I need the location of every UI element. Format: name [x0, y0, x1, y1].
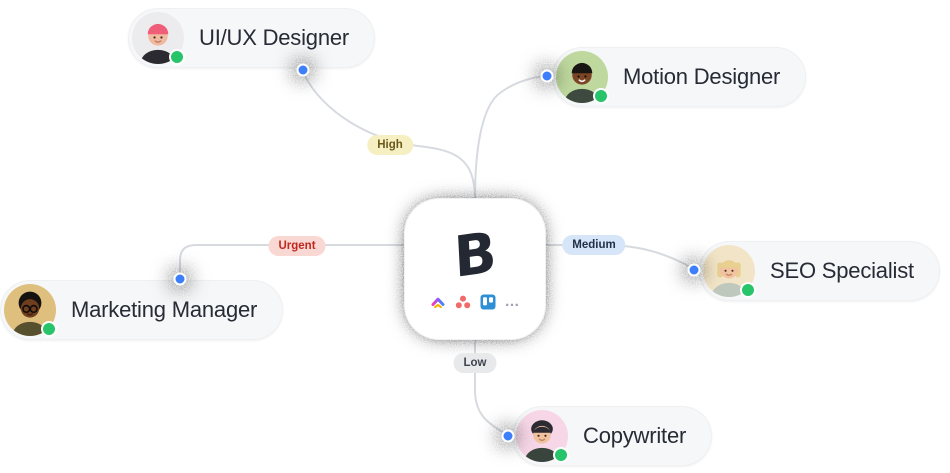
node-label: Copywriter	[583, 423, 687, 448]
online-status-dot	[593, 88, 609, 104]
connector-dot-motion[interactable]	[540, 69, 554, 83]
clickup-icon[interactable]	[430, 294, 446, 310]
node-label: SEO Specialist	[770, 258, 914, 283]
integration-icons-row: …	[430, 294, 521, 310]
node-label: Motion Designer	[623, 64, 781, 89]
online-status-dot	[740, 282, 756, 298]
hub-card[interactable]: B …	[405, 199, 545, 339]
brand-logo-b-icon: B	[452, 219, 498, 292]
node-marketing-manager[interactable]: Marketing Manager	[0, 280, 284, 340]
priority-badge-urgent[interactable]: Urgent	[268, 236, 326, 256]
connector-dot-seo[interactable]	[687, 263, 701, 277]
online-status-dot	[553, 447, 569, 463]
node-copywriter[interactable]: Copywriter	[512, 406, 713, 466]
node-motion-designer[interactable]: Motion Designer	[552, 47, 807, 107]
avatar-copywriter	[516, 410, 569, 463]
priority-badge-medium[interactable]: Medium	[562, 235, 626, 255]
trello-icon[interactable]	[480, 294, 496, 310]
avatar-motion-designer	[556, 51, 609, 104]
avatar-seo-specialist	[703, 245, 756, 298]
online-status-dot	[169, 49, 185, 65]
priority-badge-low[interactable]: Low	[453, 353, 497, 373]
node-label: Marketing Manager	[71, 297, 258, 322]
more-integrations-icon[interactable]: …	[504, 293, 521, 310]
node-seo-specialist[interactable]: SEO Specialist	[699, 241, 940, 301]
wire-to-motion-designer	[474, 75, 546, 200]
node-label: UI/UX Designer	[199, 25, 350, 50]
online-status-dot	[41, 321, 57, 337]
avatar-marketing-manager	[4, 284, 57, 337]
node-uiux-designer[interactable]: UI/UX Designer	[128, 8, 376, 68]
avatar-uiux-designer	[132, 12, 185, 65]
priority-badge-high[interactable]: High	[367, 135, 413, 155]
asana-icon[interactable]	[455, 294, 471, 310]
